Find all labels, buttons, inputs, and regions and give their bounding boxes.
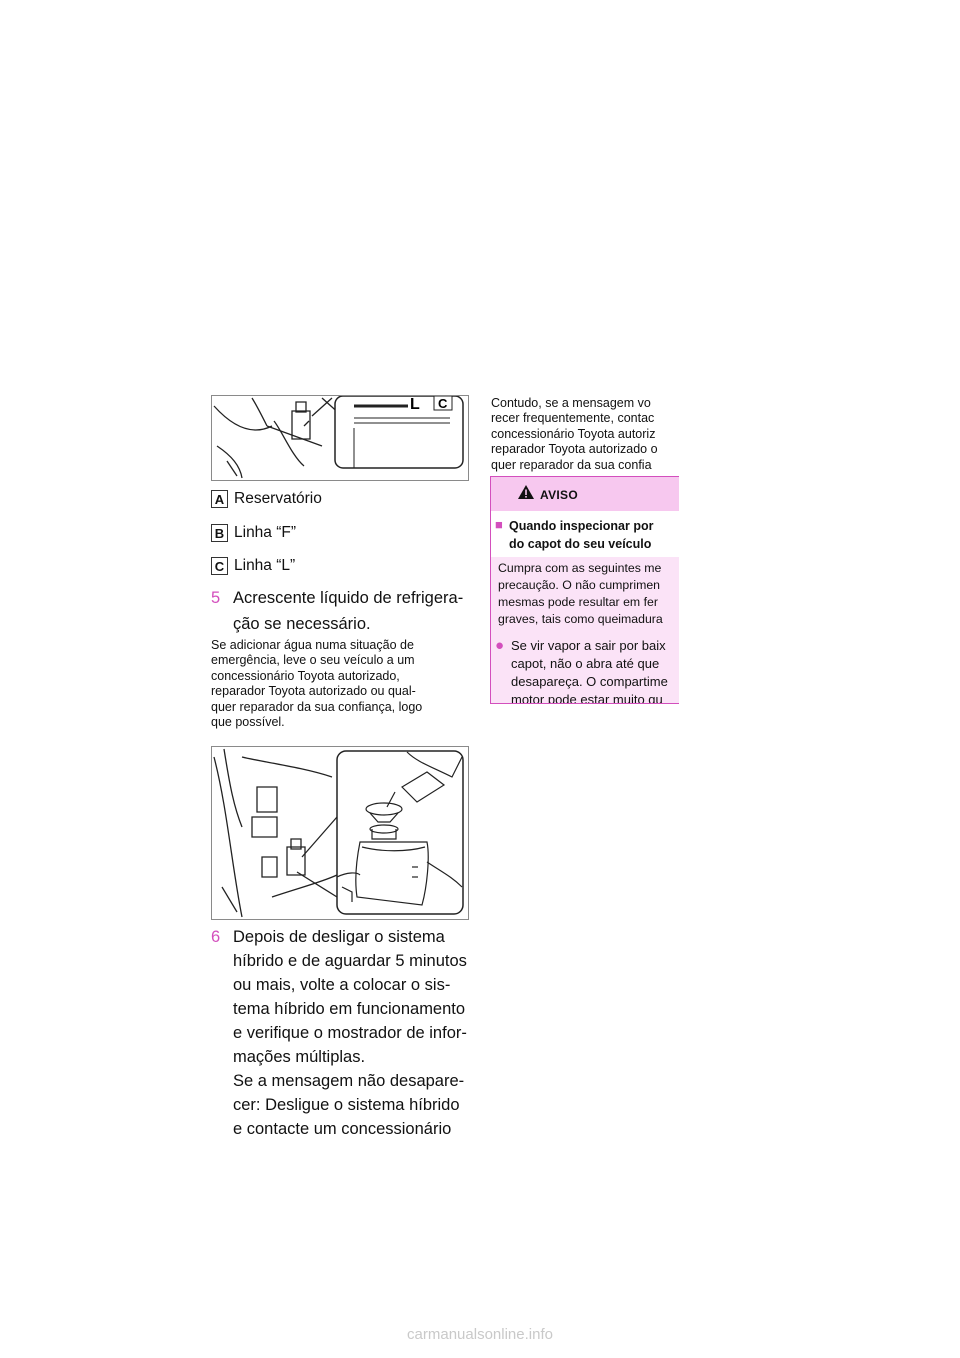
legend-letter-c: C xyxy=(211,557,228,575)
note-line: quer reparador da sua confiança, logo xyxy=(211,699,423,714)
col2-line: recer frequentemente, contac xyxy=(491,411,655,426)
col2-line: concessionário Toyota autoriz xyxy=(491,426,656,441)
note-line: concessionário Toyota autorizado, xyxy=(211,668,400,683)
legend-text-a: Reservatório xyxy=(234,490,322,507)
step-6-line: e verifique o mostrador de infor- xyxy=(233,1024,467,1042)
coolant-pouring-drawing xyxy=(213,748,464,918)
step-5-line: ção se necessário. xyxy=(233,615,371,633)
note-line: reparador Toyota autorizado ou qual- xyxy=(211,684,416,699)
warning-box: AVISO ■ Quando inspecionar por do capot … xyxy=(490,476,679,704)
reservoir-illustration: L C xyxy=(211,395,469,481)
warning-body: Cumpra com as seguintes me precaução. O … xyxy=(491,557,679,703)
step-6-line: ou mais, volte a colocar o sis- xyxy=(233,976,451,994)
col2-line: reparador Toyota autorizado o xyxy=(491,442,658,457)
warning-section-heading: ■ Quando inspecionar por do capot do seu… xyxy=(491,511,679,565)
warning-body-line: precaução. O não cumprimen xyxy=(498,578,660,592)
emergency-water-note: Se adicionar água numa situação de emerg… xyxy=(211,638,471,730)
step-6-line: Depois de desligar o sistema xyxy=(233,928,445,946)
note-line: que possível. xyxy=(211,715,285,730)
warning-bullet-line: desapareça. O compartime xyxy=(511,674,668,689)
legend-item-b: B Linha “F” xyxy=(211,524,296,542)
warning-body-line: mesmas pode resultar em fer xyxy=(498,595,658,609)
section-title-line: do capot do seu veículo xyxy=(509,537,652,551)
legend-text-b: Linha “F” xyxy=(234,524,297,541)
step-5-number: 5 xyxy=(211,589,221,607)
step-6-line: e contacte um concessionário xyxy=(233,1120,452,1138)
col2-line: quer reparador da sua confia xyxy=(491,457,652,472)
warning-header: AVISO xyxy=(491,477,679,511)
step-6-line: cer: Desligue o sistema híbrido xyxy=(233,1096,460,1114)
step-6-line: tema híbrido em funcionamento xyxy=(233,1000,466,1018)
step-5-line: Acrescente líquido de refrigera- xyxy=(233,589,464,607)
watermark: carmanualsonline.info xyxy=(407,1326,553,1343)
warning-bullet-line: motor pode estar muito qu xyxy=(511,692,663,704)
warning-title: AVISO xyxy=(540,488,578,502)
legend-letter-a: A xyxy=(211,490,228,508)
square-bullet-icon: ■ xyxy=(495,517,503,532)
label-c: C xyxy=(438,396,448,411)
section-title-line: Quando inspecionar por xyxy=(509,519,654,533)
legend-text-c: Linha “L” xyxy=(234,557,296,574)
legend-item-c: C Linha “L” xyxy=(211,557,295,575)
warning-body-line: graves, tais como queimadura xyxy=(498,612,663,626)
legend-letter-b: B xyxy=(211,524,228,542)
step-6-line: Se a mensagem não desapare- xyxy=(233,1072,465,1090)
step-6: 6 Depois de desligar o sistema híbrido e… xyxy=(211,925,481,1155)
coolant-filling-illustration xyxy=(211,746,469,920)
step-6-number: 6 xyxy=(211,928,221,946)
warning-body-line: Cumpra com as seguintes me xyxy=(498,561,662,575)
step-6-line: mações múltiplas. xyxy=(233,1048,366,1066)
warning-triangle-icon xyxy=(518,485,534,499)
warning-bullet-line: Se vir vapor a sair por baix xyxy=(511,638,666,653)
step-6-line: híbrido e de aguardar 5 minutos xyxy=(233,952,467,970)
note-line: emergência, leve o seu veículo a um xyxy=(211,653,415,668)
message-reappear-text: Contudo, se a mensagem vo recer frequent… xyxy=(491,396,678,473)
step-5: 5 Acrescente líquido de refrigera- ção s… xyxy=(211,586,471,638)
engine-bay-drawing: L C xyxy=(213,396,464,479)
note-line: Se adicionar água numa situação de xyxy=(211,638,414,652)
col2-line: Contudo, se a mensagem vo xyxy=(491,396,651,410)
legend-item-a: A Reservatório xyxy=(211,490,322,508)
warning-bullet-line: capot, não o abra até que xyxy=(511,656,660,671)
label-l: L xyxy=(410,396,420,413)
circle-bullet-icon: ● xyxy=(495,637,505,654)
